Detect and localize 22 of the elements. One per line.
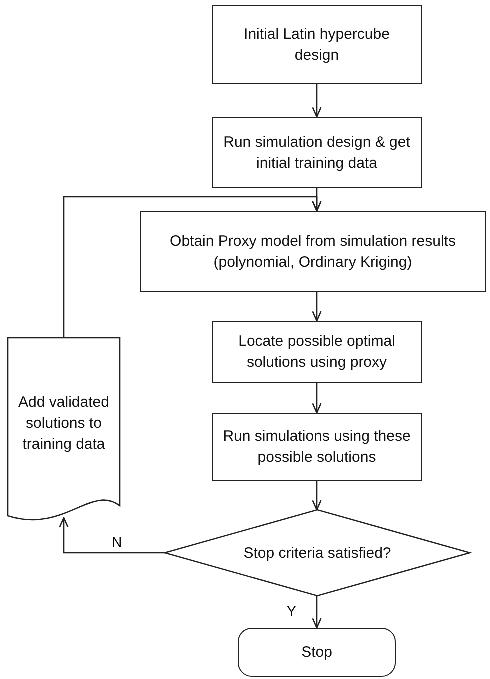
node-label: Add validated solutions to training data bbox=[18, 392, 110, 454]
arrow bbox=[312, 481, 322, 511]
arrow bbox=[312, 383, 322, 414]
node-label: Stop bbox=[302, 643, 332, 663]
process-box bbox=[212, 413, 422, 481]
node-label: Locate possible optimal solutions using proxy bbox=[238, 332, 396, 373]
node-label: Run simulation design & get initial training data bbox=[222, 132, 412, 174]
node-label: Obtain Proxy model from simulation results (polynomial, Ordinary Kriging) bbox=[169, 232, 457, 272]
node-label: Stop criteria satisfied? bbox=[244, 544, 392, 564]
arrow bbox=[63, 196, 322, 338]
arrow bbox=[312, 292, 322, 322]
process-box bbox=[212, 5, 422, 84]
arrow bbox=[59, 517, 165, 554]
terminal-box bbox=[238, 628, 396, 677]
process-box bbox=[212, 117, 422, 188]
node-label: Initial Latin hypercube design bbox=[243, 24, 391, 66]
process-box bbox=[212, 321, 422, 383]
arrow bbox=[312, 596, 322, 629]
decision-diamond bbox=[165, 510, 470, 596]
process-box bbox=[140, 211, 486, 292]
node-label: Run simulations using these possible solutions bbox=[222, 427, 412, 468]
arrow bbox=[312, 84, 322, 118]
